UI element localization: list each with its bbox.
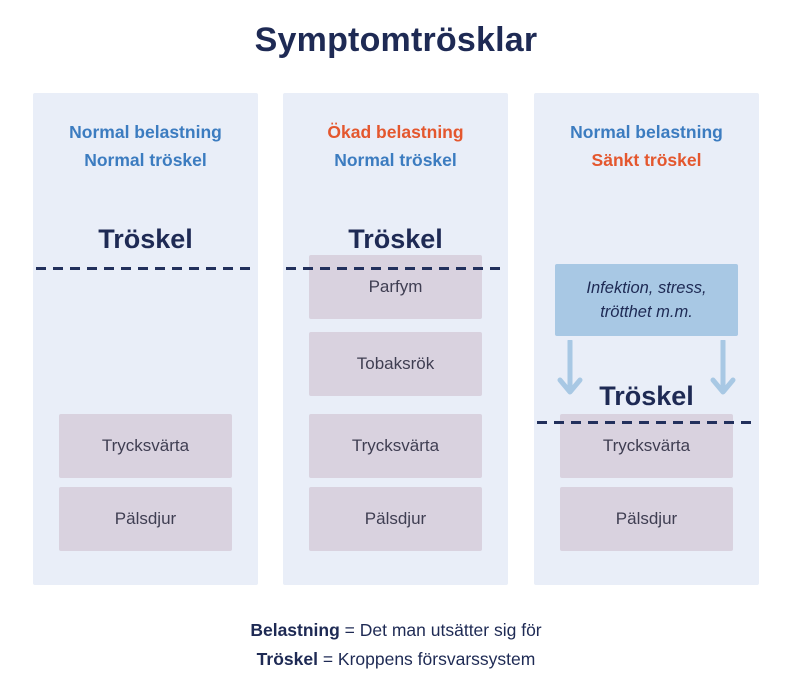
load-box-label: Trycksvärta — [101, 436, 190, 455]
load-box-label: Trycksvärta — [602, 436, 691, 455]
panel-header-line-2: Normal tröskel — [334, 150, 457, 170]
threshold-label: Tröskel — [348, 224, 443, 254]
legend-definition: = Kroppens försvarssystem — [317, 649, 536, 669]
panel-header: Normal belastning Sänkt tröskel — [534, 93, 759, 174]
load-box-palsdjur: Pälsdjur — [59, 487, 232, 551]
threshold-label: Tröskel — [599, 381, 694, 411]
load-box-tobaksrok: Tobaksrök — [309, 332, 482, 396]
panel-header: Ökad belastning Normal tröskel — [283, 93, 508, 174]
page-title: Symptomtrösklar — [254, 21, 538, 59]
panel-header: Normal belastning Normal tröskel — [33, 93, 258, 174]
load-box-trycksvarta: Trycksvärta — [309, 414, 482, 478]
threshold-dashed-line — [36, 267, 255, 270]
legend: Belastning = Det man utsätter sig för Tr… — [0, 616, 792, 674]
load-box-label: Pälsdjur — [615, 509, 678, 528]
info-box-line-1: Infektion, stress, — [586, 279, 707, 297]
panel-header-line-2: Normal tröskel — [84, 150, 207, 170]
legend-line-belastning: Belastning = Det man utsätter sig för — [0, 616, 792, 645]
load-box-label: Pälsdjur — [114, 509, 177, 528]
load-box-label: Trycksvärta — [351, 436, 440, 455]
panel-header-line-1: Normal belastning — [69, 122, 222, 142]
legend-line-troskel: Tröskel = Kroppens försvarssystem — [0, 645, 792, 674]
info-box-line-2: trötthet m.m. — [600, 303, 693, 321]
down-arrow-icon — [710, 340, 736, 395]
legend-term: Tröskel — [256, 649, 318, 669]
load-box-label: Pälsdjur — [364, 509, 427, 528]
load-box-trycksvarta: Trycksvärta — [59, 414, 232, 478]
load-box-palsdjur: Pälsdjur — [309, 487, 482, 551]
load-box-palsdjur: Pälsdjur — [560, 487, 733, 551]
load-box-parfym: Parfym — [309, 255, 482, 319]
load-box-label: Tobaksrök — [356, 354, 435, 373]
panel-increased-load-normal-threshold: Ökad belastning Normal tröskel Tröskel P… — [283, 93, 508, 585]
panel-normal-load-lowered-threshold: Normal belastning Sänkt tröskel Infektio… — [534, 93, 759, 585]
down-arrow-icon — [557, 340, 583, 395]
legend-definition: = Det man utsätter sig för — [339, 620, 542, 640]
threshold-label: Tröskel — [98, 224, 193, 254]
panel-header-line-1: Normal belastning — [570, 122, 723, 142]
panel-header-line-2: Sänkt tröskel — [591, 150, 702, 170]
panel-header-line-1: Ökad belastning — [327, 122, 464, 142]
legend-term: Belastning — [250, 620, 340, 640]
load-box-label: Parfym — [368, 277, 423, 296]
threshold-lowering-factors-box: Infektion, stress, trötthet m.m. — [555, 264, 738, 336]
panel-normal-load-normal-threshold: Normal belastning Normal tröskel Tröskel… — [33, 93, 258, 585]
threshold-dashed-line — [286, 267, 505, 270]
threshold-dashed-line — [537, 421, 756, 424]
load-box-trycksvarta: Trycksvärta — [560, 414, 733, 478]
